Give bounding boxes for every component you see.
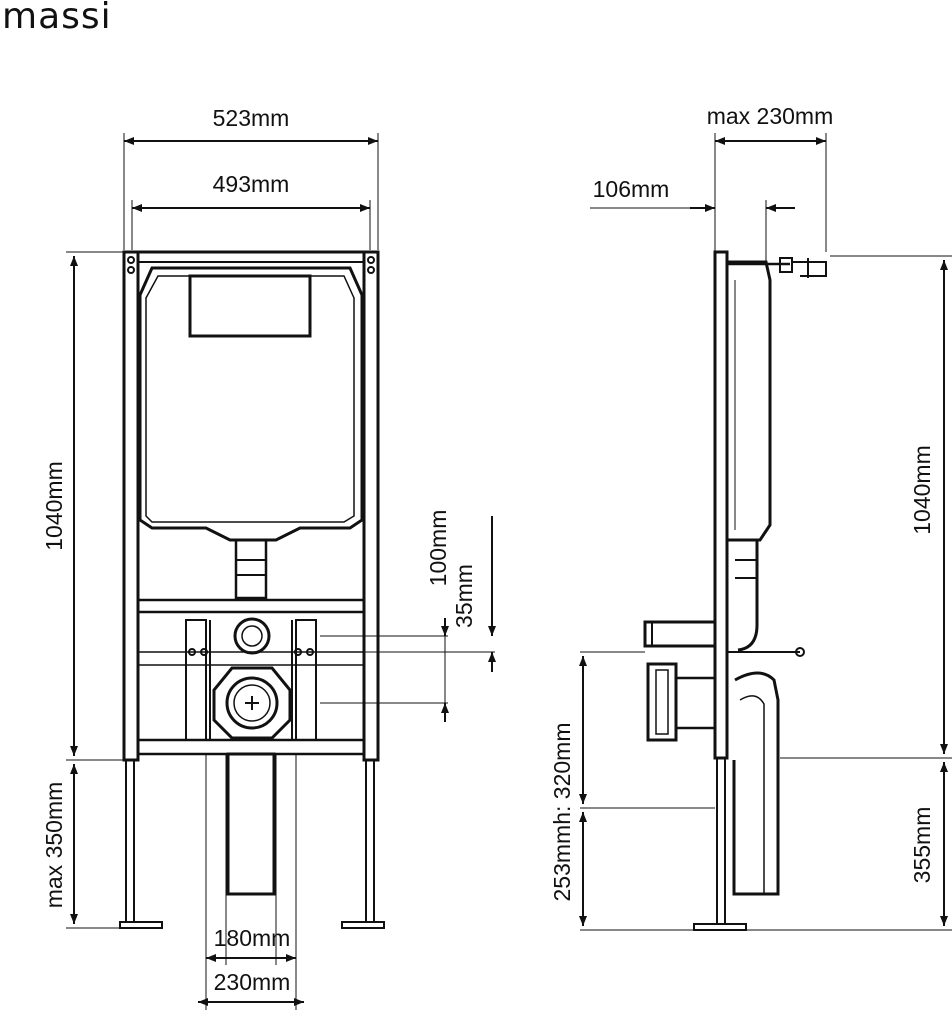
flush-plate-opening [188,274,312,338]
side-view [579,133,952,931]
label-offset-35: 35mm [451,564,477,628]
label-height-side: 1040mm [909,445,935,534]
brand-logo: massi [2,0,112,37]
label-offset-100: 100mm [425,510,451,587]
label-pipe-height: 253mmh: 320mm [549,723,575,902]
label-width-outer: 523mm [213,105,290,131]
label-depth: 106mm [593,176,670,202]
label-drain-outer: 230mm [214,969,291,995]
label-height-front: 1040mm [41,461,67,550]
front-view [66,133,496,1010]
label-drain-inner: 180mm [214,925,291,951]
label-width-inner: 493mm [213,171,290,197]
label-depth-max: max 230mm [707,103,834,129]
label-legs-front: max 350mm [41,782,67,909]
label-legs-side: 355mm [909,807,935,884]
